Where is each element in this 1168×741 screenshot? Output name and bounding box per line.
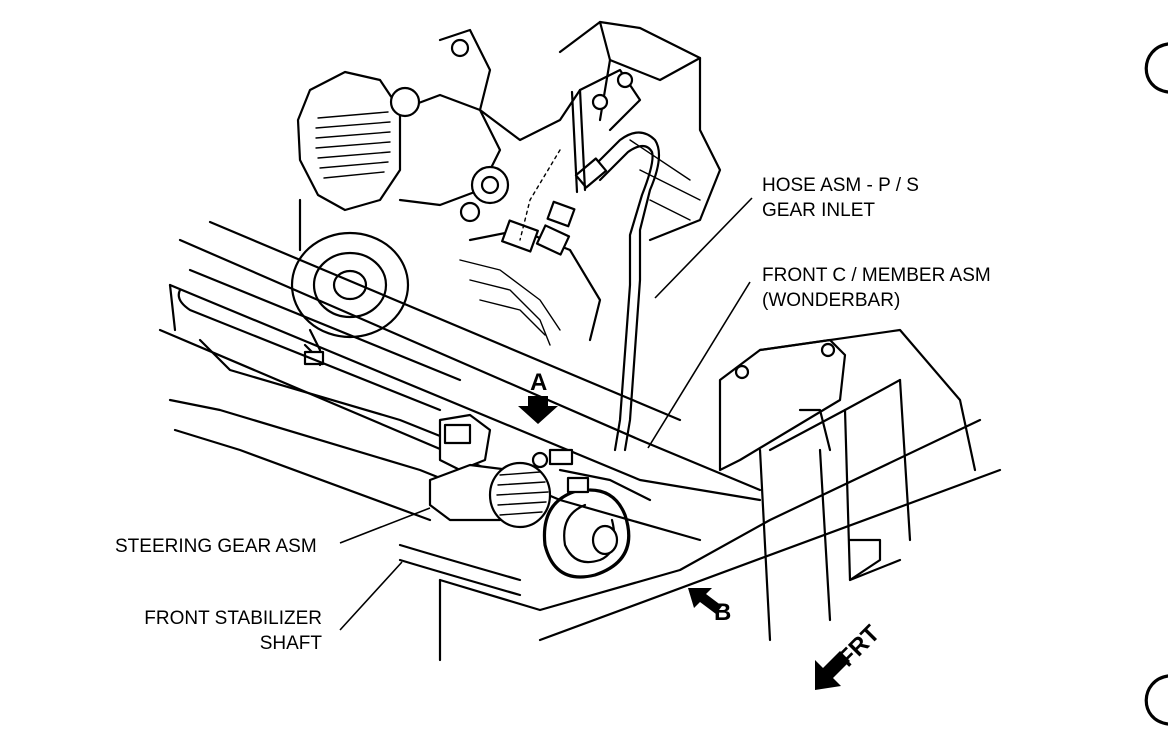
gear-boot-ribs: [496, 471, 549, 516]
steering-gear: [428, 413, 652, 579]
binder-hole-marks: [1144, 42, 1168, 726]
front-direction-arrow: FRT: [815, 620, 885, 690]
steering-gear-label: STEERING GEAR ASM: [115, 536, 317, 557]
hose-asm-label: HOSE ASM - P / S: [762, 175, 919, 196]
wonderbar-label: (WONDERBAR): [762, 290, 900, 311]
callout-labels: HOSE ASM - P / S GEAR INLET FRONT C / ME…: [115, 175, 991, 654]
stabilizer-label: FRONT STABILIZER: [144, 608, 322, 629]
view-arrow-b-label: B: [714, 599, 731, 626]
stabilizer-shaft-label: SHAFT: [260, 633, 323, 654]
ps-gear-inlet-hose: [570, 88, 661, 452]
view-arrow-b: B: [688, 588, 731, 626]
pump-louvers: [315, 111, 391, 179]
gear-inlet-label: GEAR INLET: [762, 200, 875, 221]
front-member-label: FRONT C / MEMBER ASM: [762, 265, 991, 286]
leader-lines: [339, 197, 753, 631]
view-arrow-a: A: [518, 369, 558, 424]
engine-assembly: [290, 20, 722, 362]
front-stabilizer-shaft: [177, 268, 522, 597]
view-arrow-a-label: A: [530, 369, 547, 396]
front-crossmember: [158, 220, 1002, 662]
